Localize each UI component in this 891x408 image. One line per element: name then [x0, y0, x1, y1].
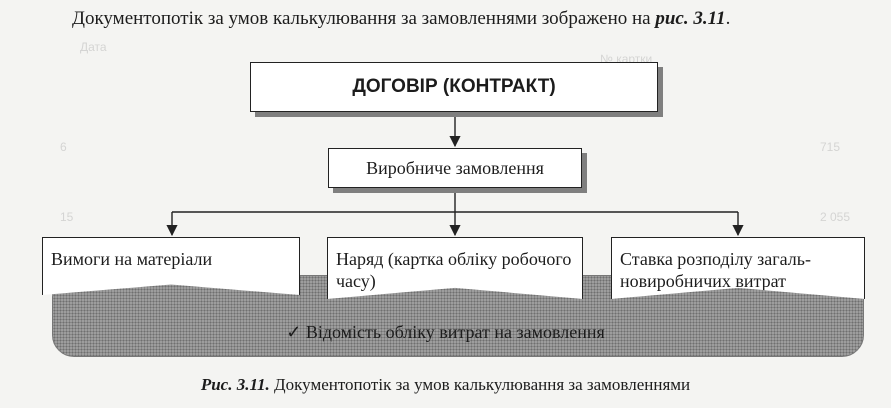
check-icon: ✓	[286, 322, 302, 342]
cost-sheet-shape	[52, 275, 864, 357]
cost-sheet-label: ✓ Відомість обліку витрат на замовлення	[0, 322, 891, 343]
figure-reference: рис. 3.11	[655, 8, 726, 29]
cost-sheet-text: Відомість обліку витрат на замовлення	[305, 322, 605, 342]
intro-period: .	[725, 8, 731, 29]
production-order-box: Виробниче замовлення	[328, 148, 582, 188]
contract-box: ДОГОВІР (КОНТРАКТ)	[250, 62, 658, 112]
figure-caption: Рис. 3.11. Документопотік за умов кальку…	[0, 375, 891, 395]
caption-text: Документопотік за умов калькулювання за …	[269, 375, 691, 394]
intro-text: Документопотік за умов калькулювання за …	[72, 8, 656, 29]
caption-label: Рис. 3.11.	[200, 375, 270, 394]
overhead-rate-document: Ставка розподілу загаль-новиробничих вит…	[611, 237, 865, 299]
intro-sentence: Документопотік за умов калькулювання за …	[72, 8, 872, 30]
